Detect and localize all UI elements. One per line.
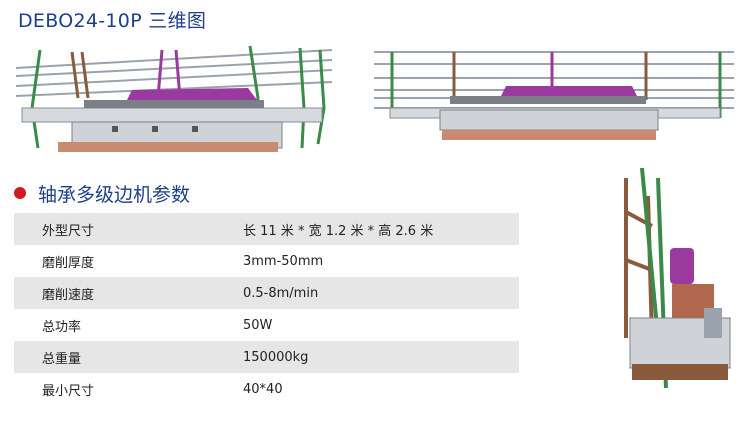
param-table: 外型尺寸 长 11 米 * 宽 1.2 米 * 高 2.6 米 磨削厚度 3mm… <box>14 213 519 405</box>
param-label: 总重量 <box>14 341 235 373</box>
bullet-dot <box>14 187 26 199</box>
param-label: 磨削厚度 <box>14 245 235 277</box>
page-title: DEBO24-10P 三维图 <box>18 10 207 32</box>
table-row: 最小尺寸 40*40 <box>14 373 519 405</box>
param-label: 总功率 <box>14 309 235 341</box>
table-row: 磨削速度 0.5-8m/min <box>14 277 519 309</box>
machine-3d-view-side <box>624 168 731 389</box>
table-row: 总重量 150000kg <box>14 341 519 373</box>
param-label: 最小尺寸 <box>14 373 235 405</box>
table-row: 外型尺寸 长 11 米 * 宽 1.2 米 * 高 2.6 米 <box>14 213 519 245</box>
param-value: 长 11 米 * 宽 1.2 米 * 高 2.6 米 <box>235 213 519 245</box>
table-row: 总功率 50W <box>14 309 519 341</box>
param-value: 3mm-50mm <box>235 245 519 277</box>
param-value: 0.5-8m/min <box>235 277 519 309</box>
section-title: 轴承多级边机参数 <box>38 183 191 206</box>
param-label: 磨削速度 <box>14 277 235 309</box>
param-value: 40*40 <box>235 373 519 405</box>
section-heading: 轴承多级边机参数 <box>14 179 190 207</box>
machine-3d-view-front-left <box>15 45 333 152</box>
param-value: 50W <box>235 309 519 341</box>
table-row: 磨削厚度 3mm-50mm <box>14 245 519 277</box>
machine-3d-view-front <box>374 51 734 140</box>
param-label: 外型尺寸 <box>14 213 235 245</box>
param-value: 150000kg <box>235 341 519 373</box>
